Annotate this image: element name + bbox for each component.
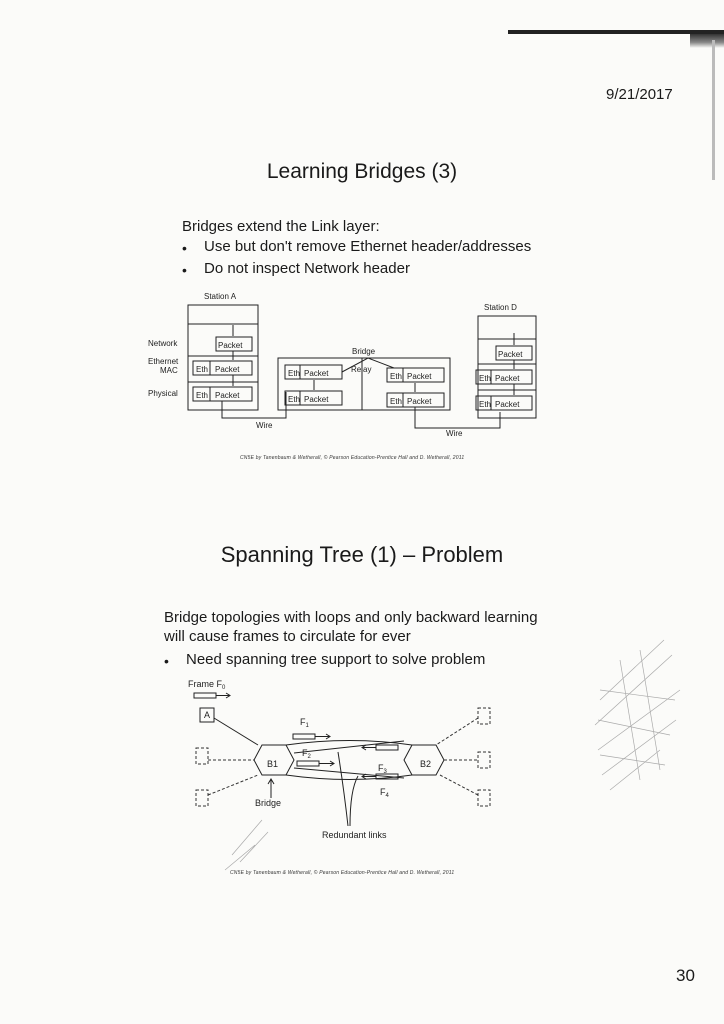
host-right-top-icon bbox=[477, 707, 491, 725]
f1-label: F1 bbox=[300, 717, 310, 729]
page-number: 30 bbox=[676, 966, 695, 985]
layer-network-label: Network bbox=[148, 339, 178, 348]
host-left-mid-icon bbox=[195, 747, 209, 765]
station-a-packet-box bbox=[215, 336, 253, 352]
scan-artifact-line bbox=[508, 30, 724, 34]
layer-mac-label: MAC bbox=[160, 366, 178, 375]
station-a-mac-box bbox=[192, 360, 253, 376]
bridge-caption: Bridge bbox=[255, 798, 281, 808]
redundant-links-caption: Redundant links bbox=[322, 830, 387, 840]
layer-physical-label: Physical bbox=[148, 389, 178, 398]
bridge-right-phy-packet: Packet bbox=[407, 397, 432, 406]
bridge-right-mac-box bbox=[386, 367, 445, 383]
station-d-eth: Eth bbox=[479, 374, 491, 383]
scan-artifact-corner bbox=[690, 34, 724, 48]
f3-label: F3 bbox=[378, 763, 388, 775]
slide2-copyright: CN5E by Tanenbaum & Wetherall, © Pearson… bbox=[230, 870, 455, 876]
slide2-bullet-1: Need spanning tree support to solve prob… bbox=[186, 651, 486, 668]
slide2-intro-line1: Bridge topologies with loops and only ba… bbox=[164, 609, 538, 626]
slide1-intro: Bridges extend the Link layer: bbox=[182, 218, 380, 235]
b1-label: B1 bbox=[267, 759, 278, 769]
frame-f3-icon bbox=[375, 744, 399, 751]
bridge-left-phy-eth: Eth bbox=[288, 395, 300, 404]
frame-f0-icon bbox=[193, 692, 217, 699]
layer-ethernet-label: Ethernet bbox=[148, 357, 179, 366]
slide2-title: Spanning Tree (1) – Problem bbox=[220, 542, 504, 567]
bridge-right-eth: Eth bbox=[390, 372, 402, 381]
slide1-bullet-1: Use but don't remove Ethernet header/add… bbox=[204, 238, 532, 255]
b2-label: B2 bbox=[420, 759, 431, 769]
station-a-mac-packet: Packet bbox=[215, 365, 240, 374]
bridge-left-packet: Packet bbox=[304, 369, 329, 378]
bridge-right-packet: Packet bbox=[407, 372, 432, 381]
station-a-box bbox=[187, 304, 259, 411]
bridge-right-phy-eth: Eth bbox=[390, 397, 402, 406]
pencil-scribble bbox=[224, 639, 681, 871]
bridge-left-phy-packet: Packet bbox=[304, 395, 329, 404]
station-d-label: Station D bbox=[484, 303, 517, 312]
slide2-intro-line2: will cause frames to circulate for ever bbox=[164, 628, 411, 645]
bridge-left-phy-box bbox=[284, 390, 343, 406]
bullet-dot: • bbox=[164, 653, 169, 669]
f2-label: F2 bbox=[302, 748, 312, 760]
station-d-mac-packet: Packet bbox=[495, 374, 520, 383]
f4-label: F4 bbox=[380, 787, 390, 799]
wire-left-label: Wire bbox=[256, 421, 273, 430]
slide1-copyright: CN5E by Tanenbaum & Wetherall, © Pearson… bbox=[240, 455, 465, 461]
redundant-pointer-2 bbox=[349, 775, 359, 827]
host-right-mid-icon bbox=[477, 751, 491, 769]
station-d-mac-box bbox=[475, 369, 533, 385]
bridge-box bbox=[277, 357, 451, 411]
wire-right-label: Wire bbox=[446, 429, 463, 438]
station-d-phy-packet: Packet bbox=[495, 400, 520, 409]
slide1-bullet-2: Do not inspect Network header bbox=[204, 260, 410, 277]
redundant-pointer-1 bbox=[337, 751, 349, 827]
node-a-box bbox=[199, 707, 215, 723]
frame-f2-icon bbox=[296, 760, 320, 767]
station-a-eth: Eth bbox=[196, 365, 208, 374]
station-a-packet: Packet bbox=[218, 341, 243, 350]
print-date: 9/21/2017 bbox=[606, 86, 673, 103]
host-right-bottom-icon bbox=[477, 789, 491, 807]
relay-label: Relay bbox=[351, 365, 371, 374]
bridge-b2-node bbox=[403, 744, 445, 776]
station-a-phy-packet: Packet bbox=[215, 391, 240, 400]
station-d-packet: Packet bbox=[498, 350, 523, 359]
station-d-phy-box bbox=[475, 395, 533, 411]
station-a-phy-eth: Eth bbox=[196, 391, 208, 400]
station-d-phy-eth: Eth bbox=[479, 400, 491, 409]
station-d-box bbox=[477, 315, 537, 419]
frame-f1-icon bbox=[292, 733, 316, 740]
node-a-label: A bbox=[204, 710, 210, 720]
bullet-dot: • bbox=[182, 262, 187, 278]
relay-path bbox=[341, 357, 395, 373]
bridge-label: Bridge bbox=[352, 347, 376, 356]
bullet-dot: • bbox=[182, 240, 187, 256]
host-left-bottom-icon bbox=[195, 789, 209, 807]
frame-f0-label: Frame F0 bbox=[188, 679, 226, 691]
station-a-label: Station A bbox=[204, 292, 237, 301]
slide1-title: Learning Bridges (3) bbox=[266, 160, 458, 183]
scan-artifact-edge bbox=[712, 40, 715, 180]
bridge-left-eth: Eth bbox=[288, 369, 300, 378]
